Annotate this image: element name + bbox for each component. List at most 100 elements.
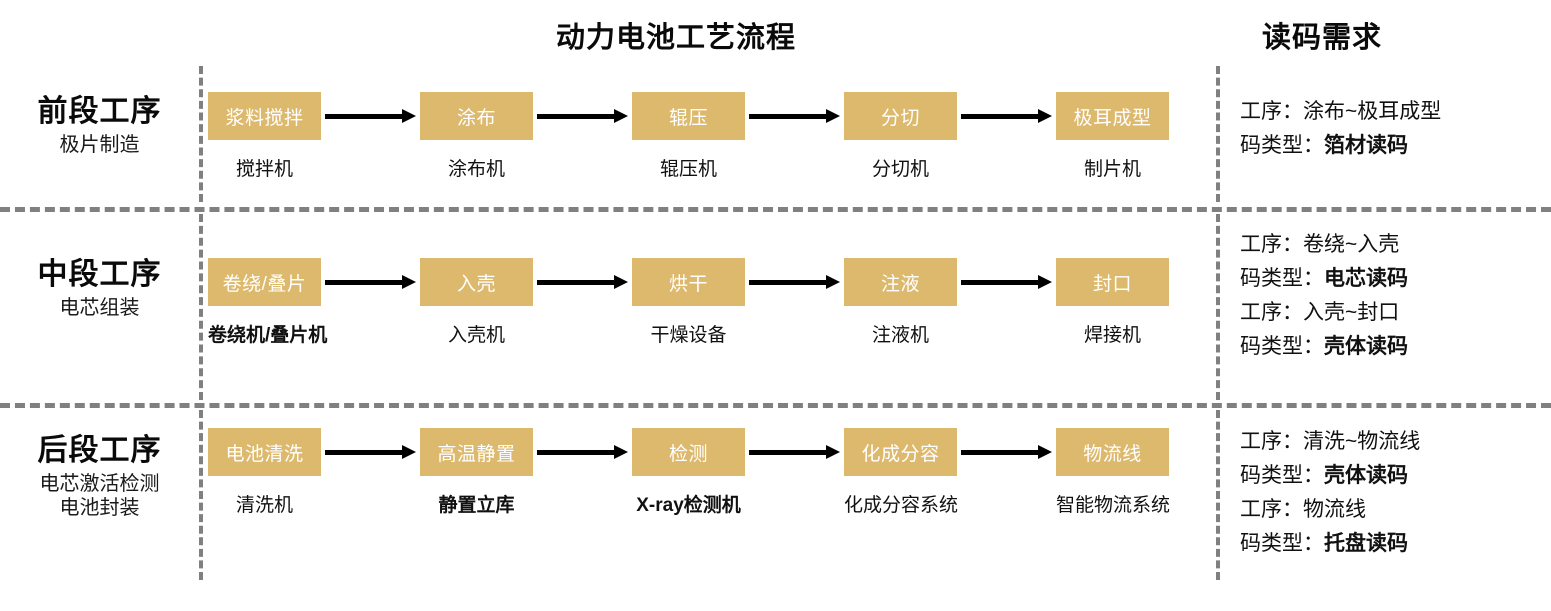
requirement-process-line: 工序：物流线 [1240,493,1540,527]
requirement-code-value: 电芯读码 [1324,267,1408,291]
process-node-caption: X-ray检测机 [636,495,741,516]
process-node[interactable]: 浆料搅拌搅拌机 [208,92,321,181]
process-node-box[interactable]: 分切 [844,92,957,140]
process-node-box[interactable]: 检测 [632,428,745,476]
process-node-box[interactable]: 物流线 [1056,428,1169,476]
process-node[interactable]: 卷绕/叠片卷绕机/叠片机 [208,258,328,347]
process-node-caption: 清洗机 [235,495,293,516]
requirement-process-value: 涂布~极耳成型 [1303,100,1442,123]
process-node-box[interactable]: 辊压 [632,92,745,140]
requirement-code-line: 码类型：壳体读码 [1240,459,1540,493]
flow-arrow-icon [749,275,840,289]
arrow-head [1038,275,1052,289]
requirement-process-value: 物流线 [1303,498,1366,522]
arrow-shaft [325,114,404,119]
process-node-box[interactable]: 涂布 [420,92,533,140]
stage-subtitle: 极片制造 [59,133,140,156]
process-node-box[interactable]: 入壳 [420,258,533,306]
process-node[interactable]: 涂布涂布机 [420,92,533,181]
vertical-divider-right-row1 [1216,66,1220,202]
requirement-code-label: 码类型： [1240,134,1324,158]
flow-arrow-icon [749,445,840,459]
process-node-caption: 涂布机 [447,159,505,180]
process-flow-row-middle: 卷绕/叠片卷绕机/叠片机 入壳入壳机 烘干干燥设备 注液注液机 封口焊接机 [208,258,1208,368]
process-node-box[interactable]: 烘干 [632,258,745,306]
arrow-shaft [537,450,616,455]
process-node[interactable]: 注液注液机 [844,258,957,347]
requirement-process-line: 工序：清洗~物流线 [1240,425,1540,459]
process-node[interactable]: 物流线智能物流系统 [1056,428,1170,517]
process-node[interactable]: 入壳入壳机 [420,258,533,347]
requirement-code-label: 码类型： [1240,532,1324,556]
arrow-shaft [961,450,1040,455]
vertical-divider-right-row3 [1216,410,1220,580]
requirement-process-line: 工序：涂布~极耳成型 [1240,95,1540,129]
process-node[interactable]: 辊压辊压机 [632,92,745,181]
process-node-caption: 注液机 [871,325,929,346]
requirement-code-line: 码类型：箔材读码 [1240,129,1540,163]
flow-arrow-icon [961,445,1052,459]
stage-label-front: 前段工序 极片制造 [0,95,199,157]
process-node-caption: 焊接机 [1083,325,1141,346]
process-node-box[interactable]: 化成分容 [844,428,957,476]
requirement-code-label: 码类型： [1240,464,1324,488]
vertical-divider-left-row3 [199,410,203,580]
arrow-head [826,445,840,459]
stage-label-middle: 中段工序 电芯组装 [0,258,199,320]
flow-arrow-icon [325,109,416,123]
process-node-caption: 干燥设备 [650,325,727,346]
process-node-box[interactable]: 封口 [1056,258,1169,306]
process-node[interactable]: 高温静置静置立库 [420,428,533,517]
process-node[interactable]: 极耳成型制片机 [1056,92,1169,181]
requirement-code-value: 箔材读码 [1324,134,1408,158]
arrow-head [826,275,840,289]
process-node-caption: 分切机 [871,159,929,180]
requirement-process-label: 工序： [1240,100,1303,123]
process-node[interactable]: 化成分容化成分容系统 [844,428,958,517]
arrow-shaft [537,114,616,119]
requirement-code-label: 码类型： [1240,267,1324,291]
arrow-shaft [325,280,404,285]
requirement-code-value: 壳体读码 [1324,335,1408,359]
stage-label-back: 后段工序 电芯激活检测电池封装 [0,434,199,520]
stage-subtitle: 电芯组装 [59,296,140,319]
process-node-box[interactable]: 卷绕/叠片 [208,258,321,306]
arrow-head [614,275,628,289]
flow-arrow-icon [325,275,416,289]
stage-name: 前段工序 [37,95,162,128]
arrow-shaft [961,114,1040,119]
horizontal-divider-2 [0,403,1551,408]
flow-arrow-icon [537,109,628,123]
vertical-divider-left-row2 [199,214,203,400]
flow-arrow-icon [961,275,1052,289]
requirement-process-line: 工序：入壳~封口 [1240,296,1540,330]
arrow-shaft [537,280,616,285]
process-node-box[interactable]: 注液 [844,258,957,306]
process-node[interactable]: 分切分切机 [844,92,957,181]
requirement-block-front: 工序：涂布~极耳成型码类型：箔材读码 [1240,95,1540,163]
flow-arrow-icon [537,445,628,459]
arrow-head [614,445,628,459]
process-node-box[interactable]: 电池清洗 [208,428,321,476]
process-node-caption: 搅拌机 [235,159,293,180]
process-node-box[interactable]: 高温静置 [420,428,533,476]
process-node[interactable]: 封口焊接机 [1056,258,1169,347]
process-node-box[interactable]: 浆料搅拌 [208,92,321,140]
vertical-divider-right-row2 [1216,214,1220,400]
requirement-code-line: 码类型：壳体读码 [1240,330,1540,364]
flow-arrow-icon [537,275,628,289]
process-node-box[interactable]: 极耳成型 [1056,92,1169,140]
flow-arrow-icon [749,109,840,123]
requirement-column-title: 读码需求 [1262,22,1383,54]
flow-arrow-icon [325,445,416,459]
requirement-process-label: 工序： [1240,498,1303,522]
stage-name: 后段工序 [37,434,162,467]
process-node[interactable]: 电池清洗清洗机 [208,428,321,517]
arrow-shaft [961,280,1040,285]
vertical-divider-left-row1 [199,66,203,202]
arrow-head [1038,445,1052,459]
flow-arrow-icon [961,109,1052,123]
process-node-caption: 卷绕机/叠片机 [208,325,328,346]
process-node[interactable]: 烘干干燥设备 [632,258,745,347]
process-node[interactable]: 检测 X-ray检测机 [632,428,745,517]
